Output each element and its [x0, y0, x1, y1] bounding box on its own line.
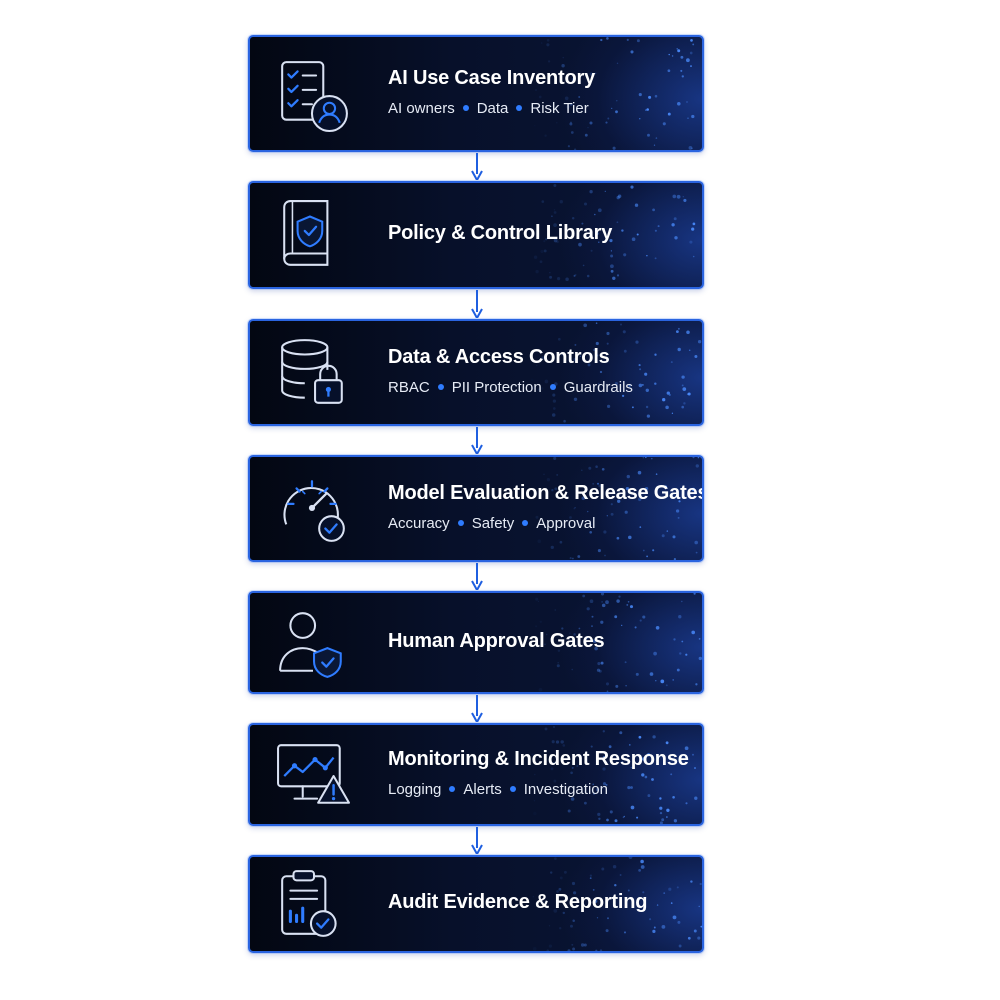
step-subitem: Data: [476, 100, 509, 117]
flow-arrow: [469, 563, 485, 590]
step-title: Model Evaluation & Release Gates: [388, 482, 704, 504]
sparkle-decoration: [512, 321, 702, 424]
bullet-dot: [437, 384, 444, 391]
clipboard-check-icon: [276, 867, 350, 941]
step-subitem: Risk Tier: [530, 100, 589, 117]
step-subitems: RBAC PII Protection Guardrails: [388, 379, 694, 396]
flow-arrow: [469, 827, 485, 854]
sparkle-decoration: [512, 457, 702, 560]
step-title: Audit Evidence & Reporting: [388, 891, 648, 913]
step-card-2: Policy & Control Library: [248, 181, 704, 289]
step-title: Human Approval Gates: [388, 630, 605, 652]
step-card-1: AI Use Case Inventory AI owners Data Risk T…: [248, 35, 704, 152]
user-shield-icon: [276, 606, 350, 680]
step-title: Policy & Control Library: [388, 222, 613, 244]
step-subitem: AI owners: [388, 100, 455, 117]
sparkle-decoration: [512, 37, 702, 150]
checklist-user-icon: [276, 57, 350, 133]
step-subitem: PII Protection: [451, 379, 542, 396]
step-subitem: Guardrails: [563, 379, 633, 396]
step-subitem: Investigation: [523, 781, 608, 798]
database-lock-icon: [276, 336, 350, 410]
bullet-dot: [457, 520, 464, 527]
step-subitems: Accuracy Safety Approval: [388, 515, 694, 532]
step-subitem: RBAC: [388, 379, 430, 396]
flow-arrow: [469, 695, 485, 722]
bullet-dot: [522, 520, 529, 527]
bullet-dot: [449, 786, 456, 793]
step-subitem: Accuracy: [388, 515, 450, 532]
gauge-check-icon: [276, 472, 350, 546]
step-title: Monitoring & Incident Response: [388, 748, 689, 770]
step-subitems: AI owners Data Risk Tier: [388, 100, 694, 117]
bullet-dot: [549, 384, 556, 391]
flow-arrow: [469, 427, 485, 454]
bullet-dot: [516, 105, 523, 112]
step-title: Data & Access Controls: [388, 346, 610, 368]
book-shield-icon: [276, 198, 350, 272]
sparkle-decoration: [512, 725, 702, 824]
step-subitem: Alerts: [463, 781, 502, 798]
flow-arrow: [469, 153, 485, 180]
step-subitem: Safety: [471, 515, 515, 532]
flow-arrow: [469, 290, 485, 318]
step-card-7: Audit Evidence & Reporting: [248, 855, 704, 953]
bullet-dot: [509, 786, 516, 793]
step-subitems: Logging Alerts Investigation: [388, 781, 694, 798]
step-card-5: Human Approval Gates: [248, 591, 704, 694]
bullet-dot: [462, 105, 469, 112]
step-subitem: Approval: [536, 515, 596, 532]
monitor-alert-icon: [276, 738, 350, 812]
step-title: AI Use Case Inventory: [388, 67, 595, 89]
step-subitem: Logging: [388, 781, 442, 798]
